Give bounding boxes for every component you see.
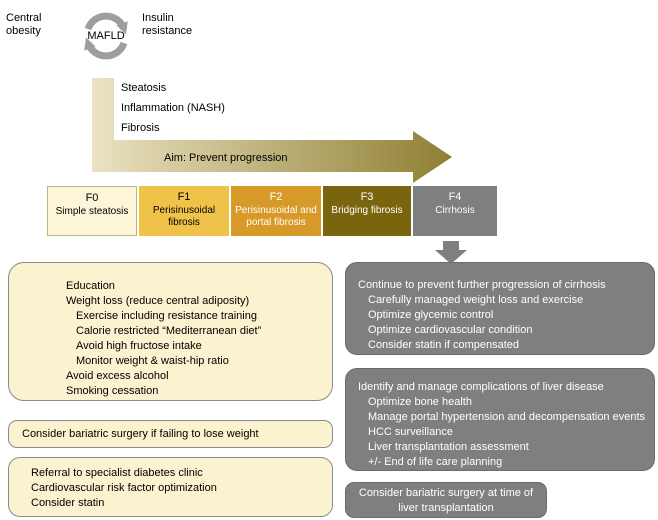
- stage-label: Bridging fibrosis: [331, 204, 403, 216]
- panel-line: Referral to specialist diabetes clinic: [31, 467, 203, 479]
- panel-line: Exercise including resistance training: [76, 310, 257, 322]
- panel-line: Smoking cessation: [66, 385, 159, 397]
- stage-box-f3: F3 Bridging fibrosis: [323, 186, 411, 236]
- stage-label: Perisinusoidal and portal fibrosis: [235, 204, 317, 229]
- panel-line: Weight loss (reduce central adiposity): [66, 295, 250, 307]
- complications-panel: Identify and manage complications of liv…: [345, 368, 655, 471]
- panel-line: Identify and manage complications of liv…: [358, 381, 604, 393]
- panel-line: Manage portal hypertension and decompens…: [368, 411, 646, 423]
- stage-code: F0: [85, 192, 99, 204]
- panel-line: +/- End of life care planning: [368, 456, 503, 468]
- stage-label: Perisinusoidal fibrosis: [152, 204, 216, 229]
- aim-label: Aim: Prevent progression: [164, 152, 288, 164]
- panel-line: Optimize cardiovascular condition: [368, 324, 533, 336]
- panel-line: Avoid high fructose intake: [76, 340, 202, 352]
- panel-line: Consider statin if compensated: [368, 339, 520, 351]
- panel-line: liver transplantation: [398, 502, 494, 514]
- panel-line: Cardiovascular risk factor optimization: [31, 482, 217, 494]
- lifestyle-management-panel: Education Weight loss (reduce central ad…: [8, 262, 333, 401]
- cycle-arrow-bottom: [84, 37, 128, 60]
- arrow-step-fibrosis: Fibrosis: [121, 122, 160, 134]
- panel-line: Continue to prevent further progression …: [358, 279, 606, 291]
- bariatric-surgery-panel: Consider bariatric surgery if failing to…: [8, 420, 333, 448]
- cirrhosis-down-arrow: [435, 241, 467, 264]
- stage-box-f2: F2 Perisinusoidal and portal fibrosis: [231, 186, 321, 236]
- panel-line: Avoid excess alcohol: [66, 370, 169, 382]
- arrow-step-inflammation: Inflammation (NASH): [121, 102, 225, 114]
- progression-arrow: [92, 78, 452, 183]
- stage-label: Simple steatosis: [55, 205, 129, 217]
- panel-line: Carefully managed weight loss and exerci…: [368, 294, 584, 306]
- panel-line: Optimize glycemic control: [368, 309, 494, 321]
- stage-box-f0: F0 Simple steatosis: [47, 186, 137, 236]
- panel-line: Calorie restricted “Mediterranean diet”: [76, 325, 262, 337]
- transplant-bariatric-panel: Consider bariatric surgery at time of li…: [345, 482, 547, 518]
- central-obesity-label: Central obesity: [6, 12, 42, 37]
- stage-box-f4: F4 Cirrhosis: [413, 186, 497, 236]
- referral-panel: Referral to specialist diabetes clinic C…: [8, 457, 333, 517]
- cirrhosis-management-panel: Continue to prevent further progression …: [345, 262, 655, 355]
- panel-line: Optimize bone health: [368, 396, 472, 408]
- stage-code: F3: [360, 191, 374, 203]
- panel-line: Consider statin: [31, 497, 105, 509]
- panel-line: Consider bariatric surgery if failing to…: [22, 428, 259, 440]
- stage-code: F1: [177, 191, 191, 203]
- panel-line: Education: [66, 280, 115, 292]
- mafld-label: MAFLD: [87, 30, 125, 42]
- stage-label: Cirrhosis: [435, 204, 475, 216]
- panel-line: Monitor weight & waist-hip ratio: [76, 355, 229, 367]
- arrow-step-steatosis: Steatosis: [121, 82, 167, 94]
- stage-box-f1: F1 Perisinusoidal fibrosis: [139, 186, 229, 236]
- panel-line: Liver transplantation assessment: [368, 441, 529, 453]
- stage-code: F4: [448, 191, 462, 203]
- panel-line: Consider bariatric surgery at time of: [358, 487, 534, 499]
- panel-line: HCC surveillance: [368, 426, 453, 438]
- cycle-arrow-top: [84, 12, 128, 35]
- insulin-resistance-label: Insulin resistance: [142, 12, 193, 37]
- stage-code: F2: [269, 191, 283, 203]
